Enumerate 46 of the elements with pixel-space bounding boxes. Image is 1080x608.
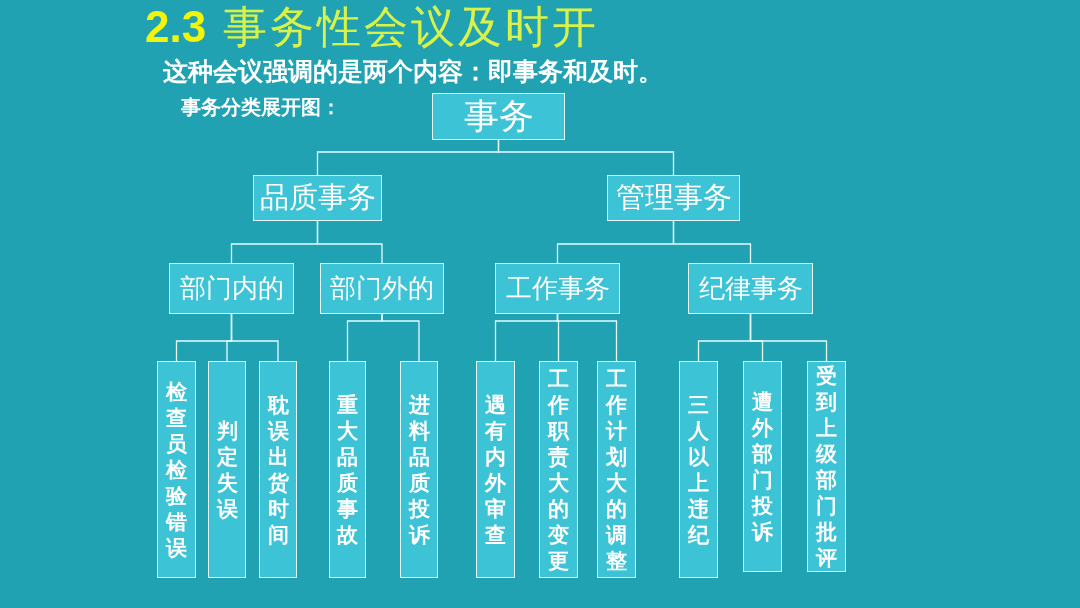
connector-line [381, 313, 420, 362]
connector-line [749, 313, 828, 362]
connector-line [497, 139, 675, 176]
subtitle: 这种会议强调的是两个内容：即事务和及时。 [163, 56, 663, 88]
connector-line [316, 220, 383, 264]
item-text: 进料品质投诉 [407, 391, 431, 548]
connector-line [556, 313, 618, 362]
category-text: 管理事务 [615, 182, 732, 214]
item-text: 遇有内外审查 [484, 391, 507, 548]
category-box [253, 175, 382, 221]
connector-line [672, 220, 752, 264]
category-text: 纪律事务 [698, 274, 803, 303]
item-box [539, 361, 578, 578]
item-box [157, 361, 196, 578]
item-text: 重大品质事故 [336, 391, 359, 548]
category-box [169, 263, 294, 314]
category-text: 部门外的 [330, 274, 434, 303]
item-box [597, 361, 636, 578]
category-box [495, 263, 620, 314]
item-box [259, 361, 297, 578]
category-text: 品质事务 [259, 182, 376, 214]
item-text: 遭外部门投诉 [751, 388, 774, 545]
category-text: 事务 [463, 97, 534, 136]
connector-line [230, 313, 279, 362]
title: 2.3 事务性会议及时开 [145, 2, 600, 52]
item-box [329, 361, 366, 578]
item-box [679, 361, 718, 578]
category-text: 部门内的 [179, 274, 284, 303]
item-text: 工作计划大的调整 [605, 365, 628, 574]
item-box [807, 361, 846, 572]
item-text: 耽误出货时间 [266, 391, 290, 548]
item-text: 检查员检验错误 [165, 378, 188, 561]
item-text: 判定失误 [215, 417, 239, 522]
item-box [476, 361, 515, 578]
item-text: 三人以上违纪 [687, 391, 710, 548]
category-box [320, 263, 444, 314]
category-box [688, 263, 813, 314]
note-text: 事务分类展开图： [181, 94, 341, 121]
category-box [432, 93, 565, 140]
item-box [400, 361, 438, 578]
item-box [208, 361, 246, 578]
category-box [607, 175, 740, 221]
item-text: 受到上级部门批评 [815, 362, 838, 571]
item-text: 工作职责大的变更 [547, 365, 570, 574]
item-box [743, 361, 782, 572]
category-text: 工作事务 [505, 274, 610, 303]
